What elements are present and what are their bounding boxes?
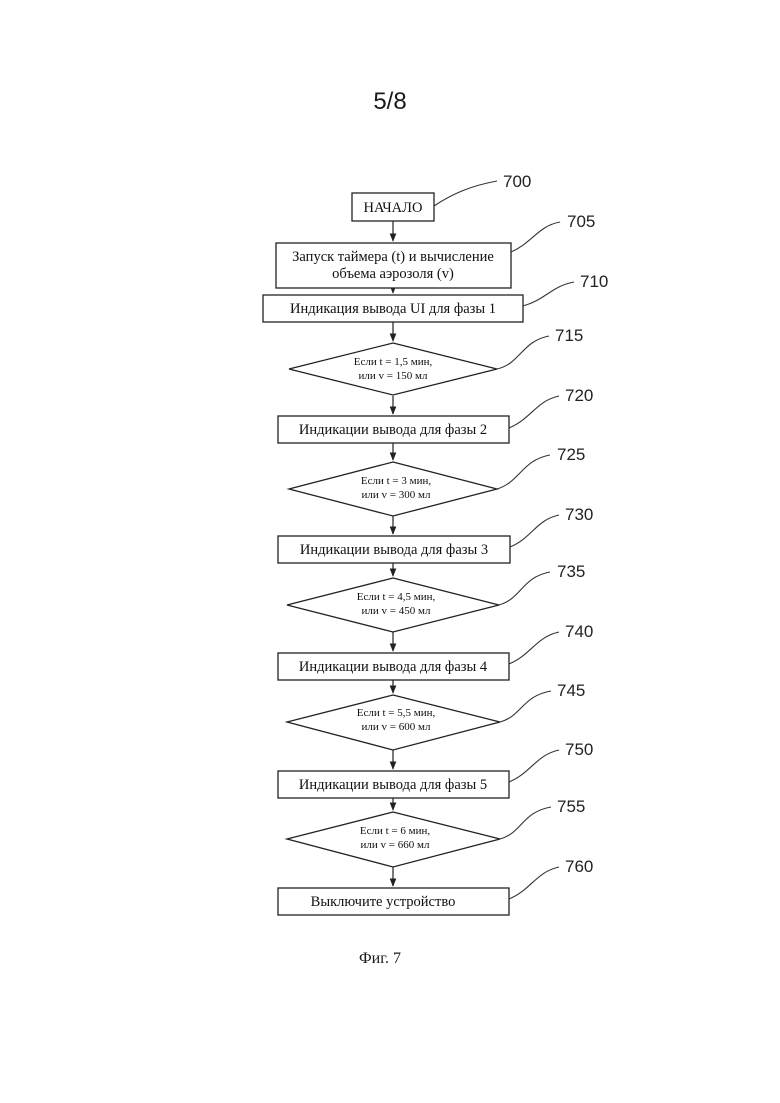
condition-735-line-2: или v = 450 мл bbox=[362, 605, 431, 617]
phase1-label: Индикация вывода UI для фазы 1 bbox=[290, 301, 496, 317]
condition-715-line-2: или v = 150 мл bbox=[359, 370, 428, 382]
condition-735: Если t = 4,5 мин, или v = 450 мл 735 bbox=[287, 562, 585, 632]
timer-start-line-1: Запуск таймера (t) и вычисление bbox=[292, 249, 494, 265]
ref-715: 715 bbox=[555, 326, 583, 345]
condition-725: Если t = 3 мин, или v = 300 мл 725 bbox=[289, 445, 585, 516]
condition-745-line-2: или v = 600 мл bbox=[362, 721, 431, 733]
phase2-indication-node: Индикации вывода для фазы 2 720 bbox=[278, 386, 593, 443]
condition-725-line-1: Если t = 3 мин, bbox=[361, 475, 431, 487]
start-label: НАЧАЛО bbox=[364, 200, 423, 216]
condition-755-line-1: Если t = 6 мин, bbox=[360, 825, 430, 837]
condition-715: Если t = 1,5 мин, или v = 150 мл 715 bbox=[289, 326, 583, 395]
ref-710: 710 bbox=[580, 272, 608, 291]
condition-745-line-1: Если t = 5,5 мин, bbox=[357, 707, 436, 719]
ref-735: 735 bbox=[557, 562, 585, 581]
timer-start-line-2: объема аэрозоля (v) bbox=[332, 266, 454, 282]
condition-755-line-2: или v = 660 мл bbox=[361, 839, 430, 851]
ref-730: 730 bbox=[565, 505, 593, 524]
timer-start-node: Запуск таймера (t) и вычисление объема а… bbox=[276, 212, 595, 288]
phase4-label: Индикации вывода для фазы 4 bbox=[299, 659, 488, 675]
ref-720: 720 bbox=[565, 386, 593, 405]
ref-725: 725 bbox=[557, 445, 585, 464]
phase4-indication-node: Индикации вывода для фазы 4 740 bbox=[278, 622, 593, 680]
condition-725-line-2: или v = 300 мл bbox=[362, 489, 431, 501]
phase3-label: Индикации вывода для фазы 3 bbox=[300, 542, 488, 558]
figure-caption: Фиг. 7 bbox=[330, 950, 430, 968]
device-off-node: Выключите устройство 760 bbox=[278, 857, 593, 915]
phase2-label: Индикации вывода для фазы 2 bbox=[299, 422, 487, 438]
condition-735-line-1: Если t = 4,5 мин, bbox=[357, 591, 436, 603]
ref-755: 755 bbox=[557, 797, 585, 816]
start-node: НАЧАЛО 700 bbox=[352, 172, 531, 221]
ref-700: 700 bbox=[503, 172, 531, 191]
ref-705: 705 bbox=[567, 212, 595, 231]
ref-740: 740 bbox=[565, 622, 593, 641]
phase3-indication-node: Индикации вывода для фазы 3 730 bbox=[278, 505, 593, 563]
condition-745: Если t = 5,5 мин, или v = 600 мл 745 bbox=[287, 681, 585, 750]
phase5-label: Индикации вывода для фазы 5 bbox=[299, 777, 487, 793]
ref-750: 750 bbox=[565, 740, 593, 759]
phase5-indication-node: Индикации вывода для фазы 5 750 bbox=[278, 740, 593, 798]
ref-745: 745 bbox=[557, 681, 585, 700]
ref-760: 760 bbox=[565, 857, 593, 876]
condition-755: Если t = 6 мин, или v = 660 мл 755 bbox=[287, 797, 585, 867]
condition-715-line-1: Если t = 1,5 мин, bbox=[354, 356, 433, 368]
device-off-label: Выключите устройство bbox=[311, 894, 456, 910]
